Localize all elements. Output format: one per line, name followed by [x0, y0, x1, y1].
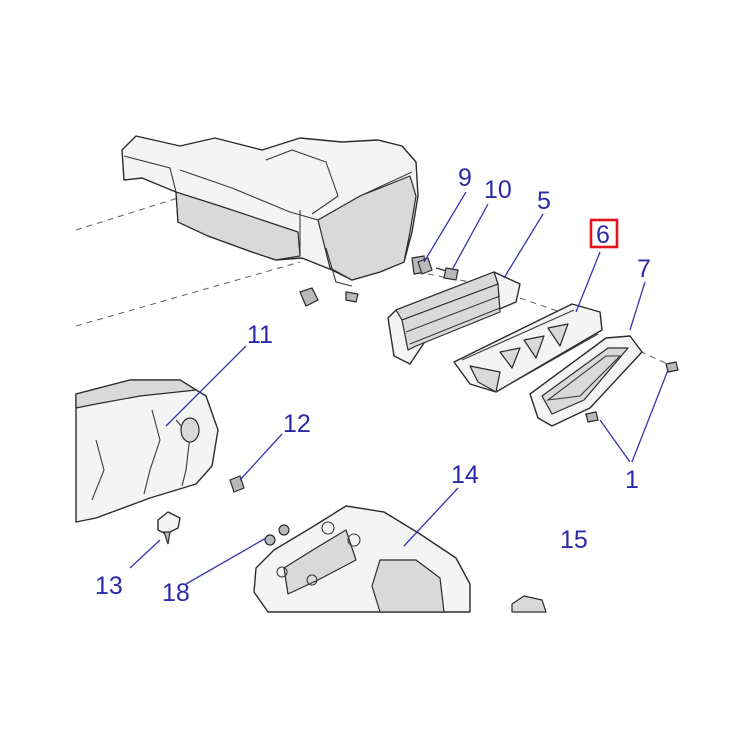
bolt-10: [435, 267, 459, 281]
part-18-nuts: [264, 524, 290, 546]
callout-14: 14: [451, 461, 479, 489]
callout-6: 6: [596, 221, 610, 249]
callout-11: 11: [247, 321, 273, 349]
callout-12: 12: [283, 410, 311, 438]
part-6-grid-assembly: [453, 303, 603, 393]
callout-10: 10: [484, 176, 512, 204]
highlight-box: [589, 218, 619, 249]
part-5-duct: [387, 271, 521, 365]
leader-lines: [129, 191, 669, 585]
callout-18: 18: [162, 579, 190, 607]
callout-15: 15: [560, 526, 588, 554]
part-14-lower-cover: [253, 505, 471, 613]
part-13-rivet: [157, 511, 181, 545]
callout-7: 7: [637, 255, 651, 283]
callout-labels: 9 10 5 6 7 1 11 12 13 14 15 18: [95, 164, 651, 607]
part-11-cover: [75, 379, 219, 523]
part-15-boot: [511, 595, 547, 613]
screw-1: [585, 361, 679, 423]
callout-5: 5: [537, 187, 551, 215]
callout-9: 9: [458, 164, 472, 192]
part-7-gasket: [529, 335, 643, 427]
airbox-housing: [121, 135, 427, 307]
callout-1: 1: [625, 466, 639, 494]
bolt-9: [417, 257, 433, 275]
callout-13: 13: [95, 572, 123, 600]
